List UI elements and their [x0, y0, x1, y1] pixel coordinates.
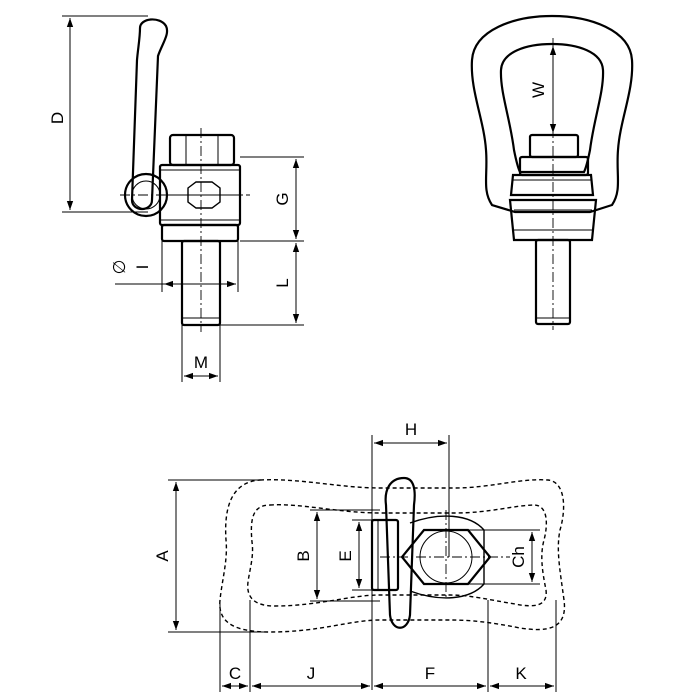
- dim-label-e: E: [336, 550, 355, 561]
- dim-label-f: F: [425, 664, 435, 683]
- dim-label-h: H: [405, 420, 417, 439]
- dim-label-k: K: [515, 664, 527, 683]
- dim-label-w: W: [529, 82, 548, 98]
- front-view: W: [470, 14, 634, 330]
- dim-label-ch: Ch: [509, 546, 528, 568]
- top-dimensions: H A B E Ch C J F: [153, 420, 557, 692]
- dim-label-g: G: [273, 192, 292, 205]
- side-view: [120, 18, 250, 332]
- front-hex-nut: [528, 133, 580, 159]
- dim-label-l: L: [273, 278, 292, 287]
- dim-label-diameter: ∅: [110, 260, 129, 275]
- dim-label-j: J: [307, 664, 316, 683]
- dim-label-i: I: [133, 265, 152, 270]
- lifting-ring: [470, 14, 634, 214]
- dim-label-d: D: [48, 112, 67, 124]
- lever-handle: [130, 18, 169, 211]
- ring-outline-inner: [247, 504, 548, 607]
- hex-nut: [168, 133, 236, 167]
- dim-label-b: B: [294, 550, 313, 561]
- dim-label-a: A: [153, 550, 172, 562]
- side-dimensions: D G L ∅ I M: [48, 15, 304, 382]
- top-handle: [384, 476, 416, 629]
- base-flange: [160, 223, 240, 243]
- ring-outline-outer: [219, 479, 566, 633]
- dim-label-m: M: [194, 353, 208, 372]
- dim-label-c: C: [229, 664, 241, 683]
